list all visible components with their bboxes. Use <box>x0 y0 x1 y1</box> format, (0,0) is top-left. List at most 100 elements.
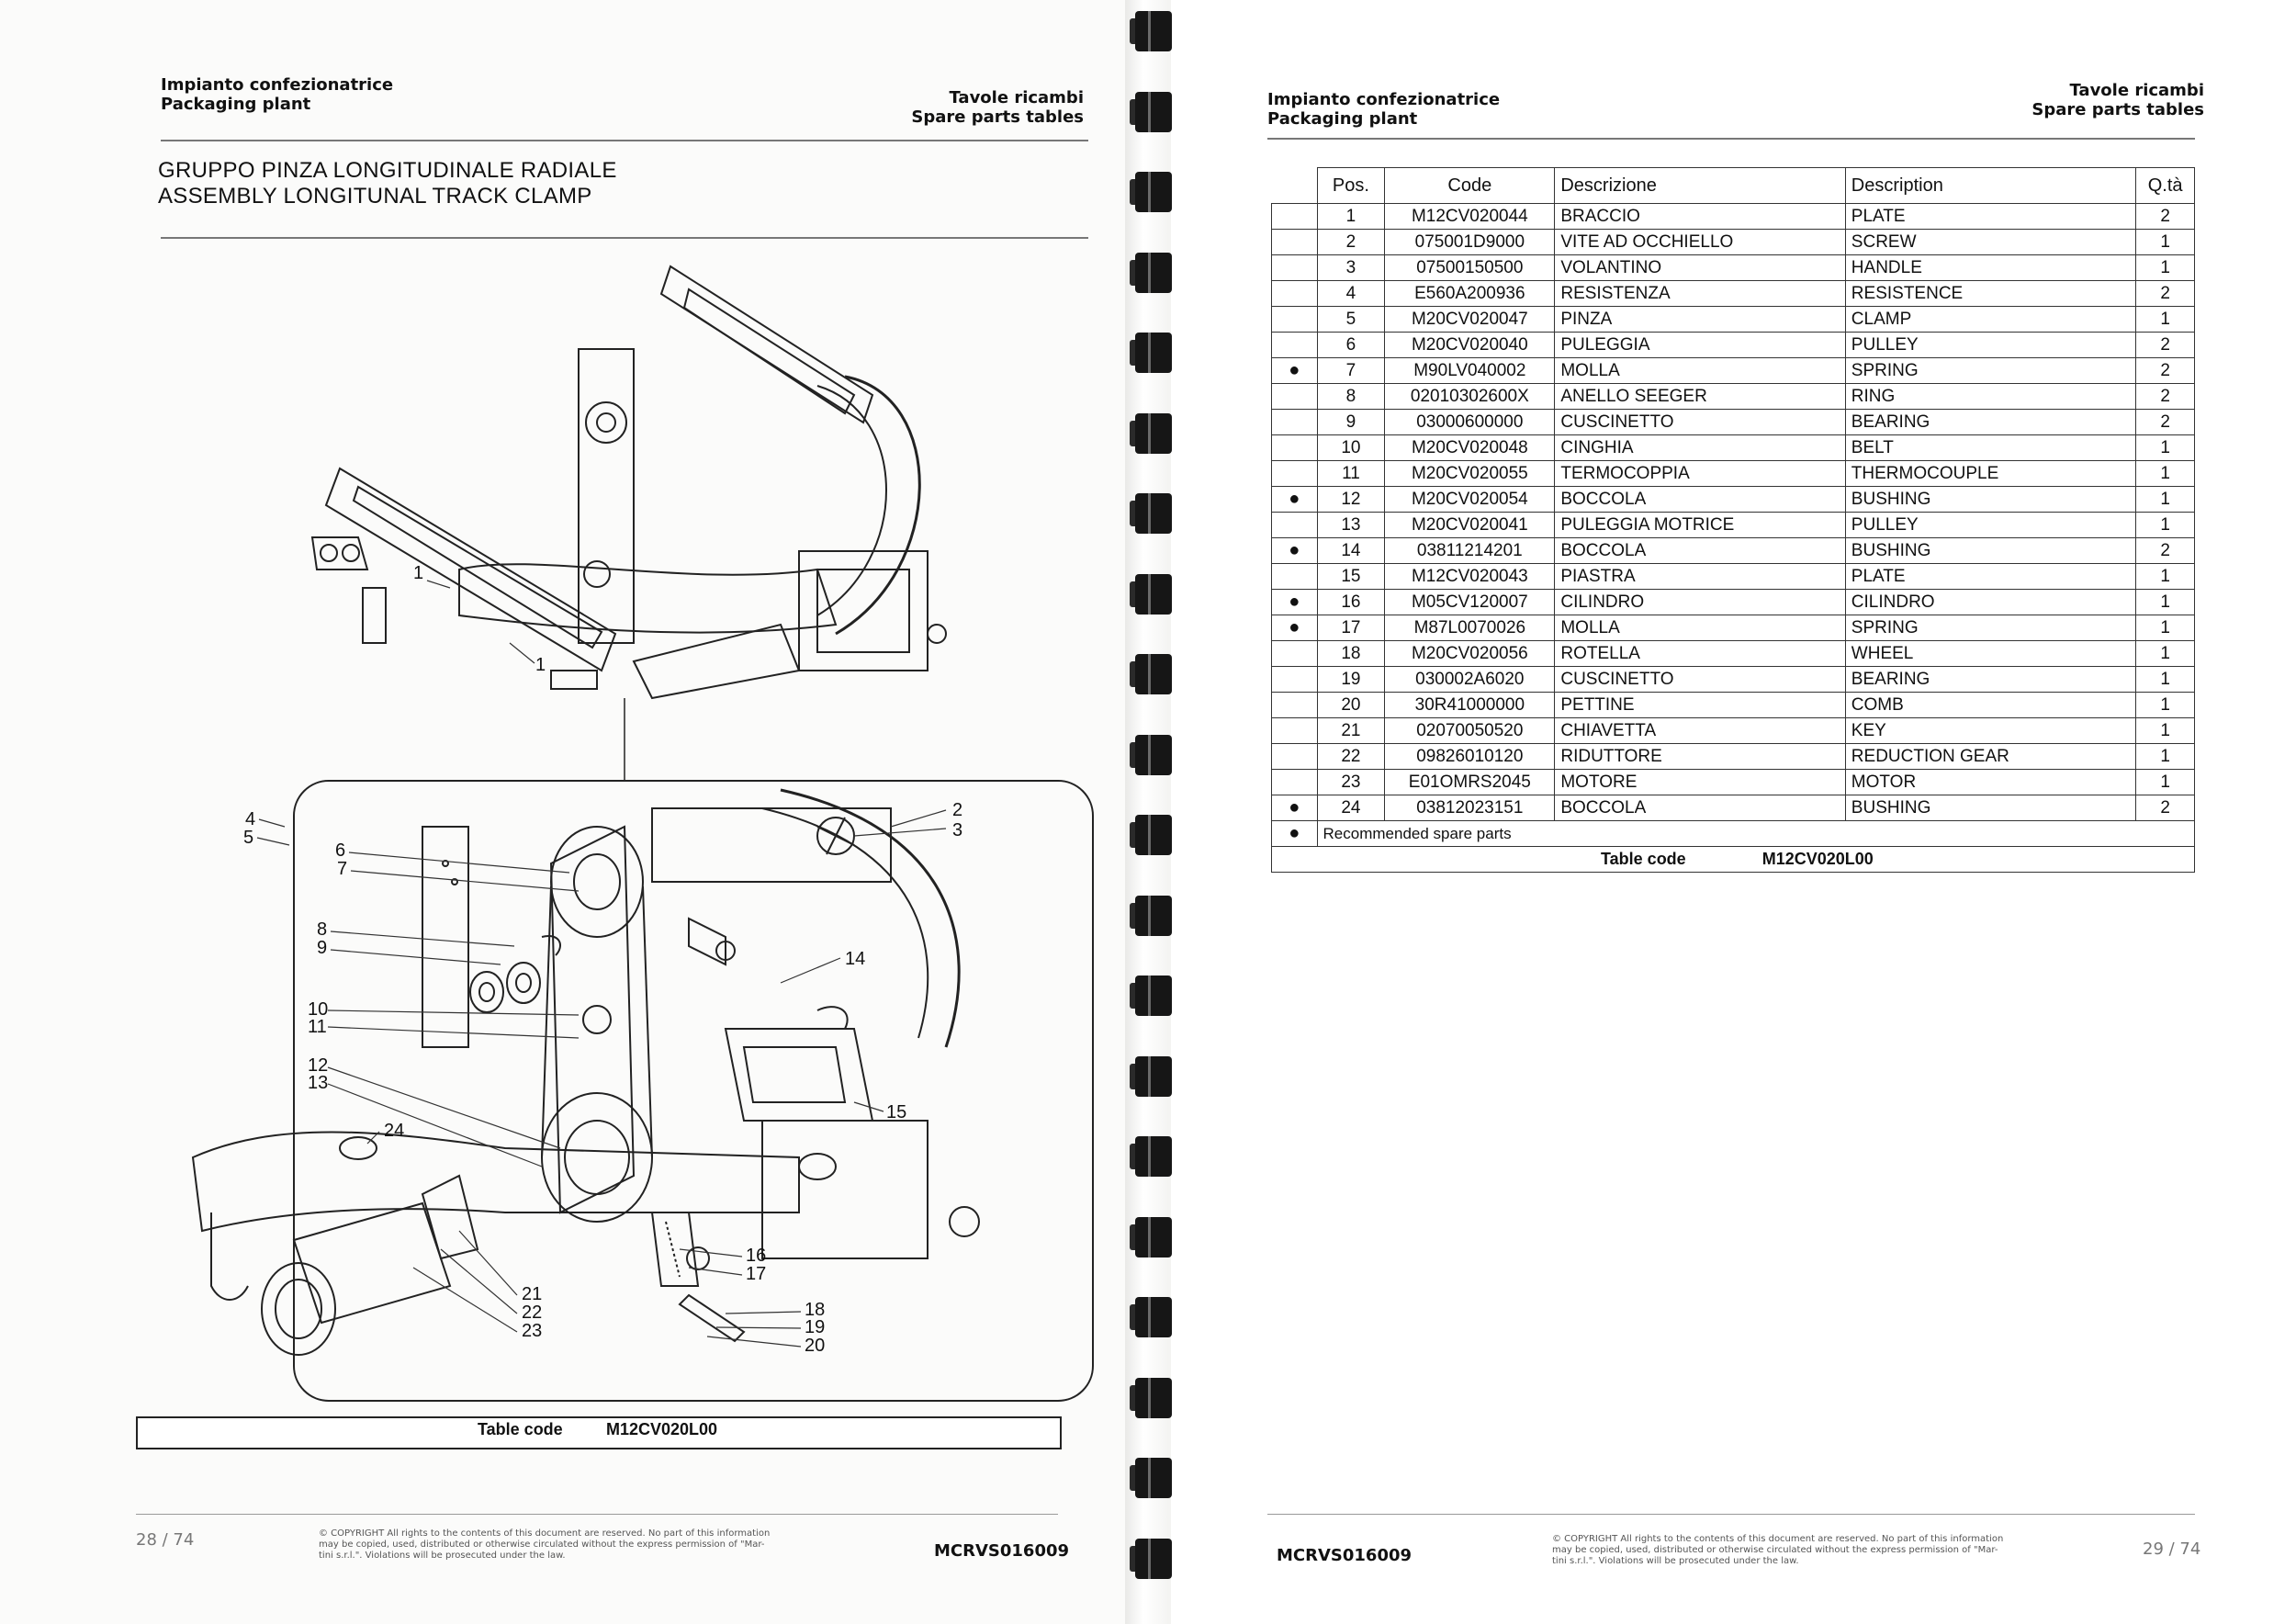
cell-pos: 17 <box>1316 615 1386 641</box>
cell-code: 03000600000 <box>1384 409 1556 435</box>
cell-code: M05CV120007 <box>1384 589 1556 615</box>
cell-pos: 1 <box>1316 203 1386 230</box>
callout-17: 17 <box>746 1264 766 1284</box>
callout-24: 24 <box>384 1121 404 1141</box>
binding-ring <box>1130 493 1172 534</box>
callout-4: 4 <box>245 809 255 829</box>
callout-1b: 1 <box>535 655 546 675</box>
cell-pos: 11 <box>1316 460 1386 487</box>
callout-9: 9 <box>317 938 327 958</box>
rec-bullet <box>1271 769 1318 795</box>
cell-qty: 1 <box>2135 743 2195 770</box>
cell-pos: 22 <box>1316 743 1386 770</box>
cell-code: 02010302600X <box>1384 383 1556 410</box>
header-divider <box>161 140 1088 141</box>
cell-descrizione: PETTINE <box>1554 692 1846 718</box>
header-right-line-2-right: Spare parts tables <box>2032 100 2204 119</box>
cell-code: 07500150500 <box>1384 254 1556 281</box>
cell-code: M20CV020047 <box>1384 306 1556 333</box>
binding-ring <box>1130 1458 1172 1498</box>
table-code-label-left: Table code <box>478 1420 563 1438</box>
callout-1a: 1 <box>413 563 423 583</box>
cell-description: CILINDRO <box>1844 589 2137 615</box>
cell-code: M20CV020054 <box>1384 486 1556 513</box>
cell-pos: 7 <box>1316 357 1386 384</box>
right-page: Impianto confezionatrice Packaging plant… <box>1171 0 2296 1624</box>
rec-bullet <box>1271 512 1318 538</box>
cell-description: BEARING <box>1844 409 2137 435</box>
cell-description: PLATE <box>1844 203 2137 230</box>
cell-description: BUSHING <box>1844 486 2137 513</box>
cell-description: BUSHING <box>1844 795 2137 821</box>
clamp-carriage <box>798 550 929 671</box>
cell-pos: 6 <box>1316 332 1386 358</box>
gearbox <box>421 1174 479 1260</box>
cell-description: RING <box>1844 383 2137 410</box>
binding-ring <box>1130 1055 1172 1097</box>
cell-code: 09826010120 <box>1384 743 1556 770</box>
binding-ring <box>1130 1216 1172 1257</box>
copyright-right: © COPYRIGHT All rights to the contents o… <box>1552 1534 2003 1567</box>
cell-descrizione: BOCCOLA <box>1554 795 1846 821</box>
clamp-block <box>310 536 369 570</box>
header-left-line-1: Impianto confezionatrice <box>161 75 394 95</box>
rail-left <box>324 467 617 672</box>
cell-qty: 1 <box>2135 589 2195 615</box>
callout-18: 18 <box>805 1300 825 1320</box>
cell-qty: 2 <box>2135 203 2195 230</box>
copyright-right-line-3: tini s.r.l.". Violations will be prosecu… <box>1552 1556 1799 1566</box>
cell-qty: 2 <box>2135 357 2195 384</box>
callout-19: 19 <box>805 1317 825 1337</box>
rec-bullet: ● <box>1271 486 1318 513</box>
cell-qty: 1 <box>2135 717 2195 744</box>
cell-description: BELT <box>1844 434 2137 461</box>
cell-pos: 2 <box>1316 229 1386 255</box>
cell-code: M87L0070026 <box>1384 615 1556 641</box>
copyright-left: © COPYRIGHT All rights to the contents o… <box>319 1528 770 1562</box>
cell-qty: 1 <box>2135 615 2195 641</box>
copyright-right-line-2: may be copied, used, distributed or othe… <box>1552 1545 1998 1555</box>
binding-ring <box>1130 11 1172 51</box>
rec-bullet <box>1271 280 1318 307</box>
rec-bullet <box>1271 640 1318 667</box>
rec-bullet <box>1271 254 1318 281</box>
callout-7: 7 <box>337 859 347 879</box>
cell-description: REDUCTION GEAR <box>1844 743 2137 770</box>
cell-description: PULLEY <box>1844 332 2137 358</box>
cell-code: 03811214201 <box>1384 537 1556 564</box>
cell-code: M20CV020041 <box>1384 512 1556 538</box>
cell-description: SPRING <box>1844 615 2137 641</box>
cell-pos: 4 <box>1316 280 1386 307</box>
page-title-it: GRUPPO PINZA LONGITUDINALE RADIALE <box>158 158 617 183</box>
cell-qty: 1 <box>2135 486 2195 513</box>
detail-arm <box>191 1131 800 1233</box>
table-code-cell-right: Table code M12CV020L00 <box>1271 846 2195 873</box>
footer-divider-right <box>1267 1514 2195 1515</box>
binding-ring <box>1130 976 1172 1016</box>
col-description: Description <box>1844 167 2137 204</box>
carriage-base <box>761 1120 929 1259</box>
copyright-left-line-2: may be copied, used, distributed or othe… <box>319 1539 765 1550</box>
callout-21: 21 <box>522 1284 542 1304</box>
rec-bullet <box>1271 383 1318 410</box>
table-header-row: Pos. Code Descrizione Description Q.tà <box>1271 167 2195 204</box>
cell-code: M20CV020055 <box>1384 460 1556 487</box>
callout-23: 23 <box>522 1321 542 1341</box>
recommended-row: ● Recommended spare parts <box>1271 820 2196 847</box>
cell-descrizione: ANELLO SEEGER <box>1554 383 1846 410</box>
cell-qty: 2 <box>2135 332 2195 358</box>
header-divider-right <box>1267 138 2195 140</box>
vertical-plate <box>578 348 635 644</box>
cell-descrizione: TERMOCOPPIA <box>1554 460 1846 487</box>
callout-10: 10 <box>308 999 328 1020</box>
cell-description: WHEEL <box>1844 640 2137 667</box>
callout-16: 16 <box>746 1246 766 1266</box>
binding-ring <box>1130 1136 1172 1177</box>
